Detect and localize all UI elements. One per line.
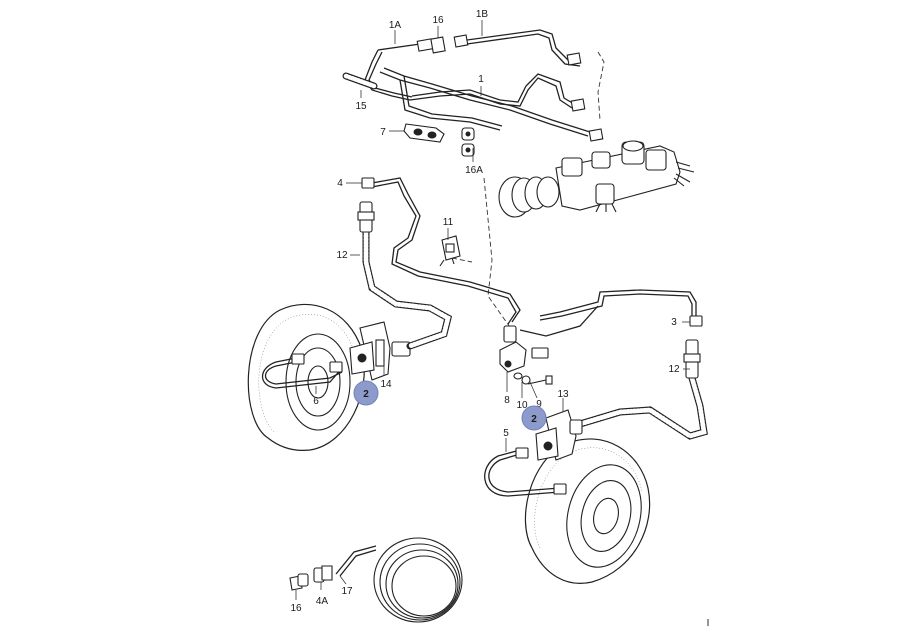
callout-9: 9 xyxy=(536,399,542,410)
bottom-parts xyxy=(289,537,463,623)
callout-5: 5 xyxy=(503,428,509,439)
callout-16-top: 16 xyxy=(432,15,444,26)
pipe-clip-15 xyxy=(342,72,378,90)
highlight-badge-right[interactable]: 2 xyxy=(521,405,547,431)
callout-11: 11 xyxy=(443,217,454,228)
pipe-holder-7 xyxy=(403,123,445,143)
callout-3: 3 xyxy=(671,317,677,328)
callout-1B: 1B xyxy=(476,9,489,20)
callout-17: 17 xyxy=(341,586,353,597)
callout-14: 14 xyxy=(380,379,392,390)
callout-1A: 1A xyxy=(389,20,402,31)
callout-16A: 16A xyxy=(465,165,483,176)
callout-labels: 1A 16 1B 1 15 7 16A 4 11 12 3 12 14 6 8 … xyxy=(290,9,709,629)
badge-circle-right[interactable] xyxy=(521,405,547,431)
badge-label-right: 2 xyxy=(531,414,537,425)
callout-6: 6 xyxy=(313,396,319,407)
callout-13: 13 xyxy=(557,389,569,400)
leader-lines xyxy=(295,20,690,600)
callout-15: 15 xyxy=(355,101,367,112)
callout-12-left: 12 xyxy=(336,250,348,261)
callout-4A: 4A xyxy=(316,596,329,607)
upper-pipe-assembly xyxy=(342,29,605,157)
clip-16A xyxy=(461,127,475,157)
callout-4: 4 xyxy=(337,178,343,189)
left-wheel-assembly xyxy=(247,201,453,451)
badge-circle-left[interactable] xyxy=(353,380,379,406)
callout-12-right: 12 xyxy=(668,364,680,375)
callout-1: 1 xyxy=(478,74,484,85)
t-piece-8 xyxy=(499,325,553,385)
callout-10: 10 xyxy=(516,400,528,411)
callout-8: 8 xyxy=(504,395,510,406)
callout-7: 7 xyxy=(380,127,386,138)
corner-mark: I xyxy=(707,618,710,629)
highlight-badge-left[interactable]: 2 xyxy=(353,380,379,406)
callout-16-bottom: 16 xyxy=(290,603,302,614)
master-cylinder xyxy=(498,140,695,218)
right-wheel-assembly xyxy=(484,339,708,584)
bracket-11 xyxy=(439,235,461,267)
badge-label-left: 2 xyxy=(363,389,369,400)
main-brake-pipes xyxy=(361,177,703,337)
